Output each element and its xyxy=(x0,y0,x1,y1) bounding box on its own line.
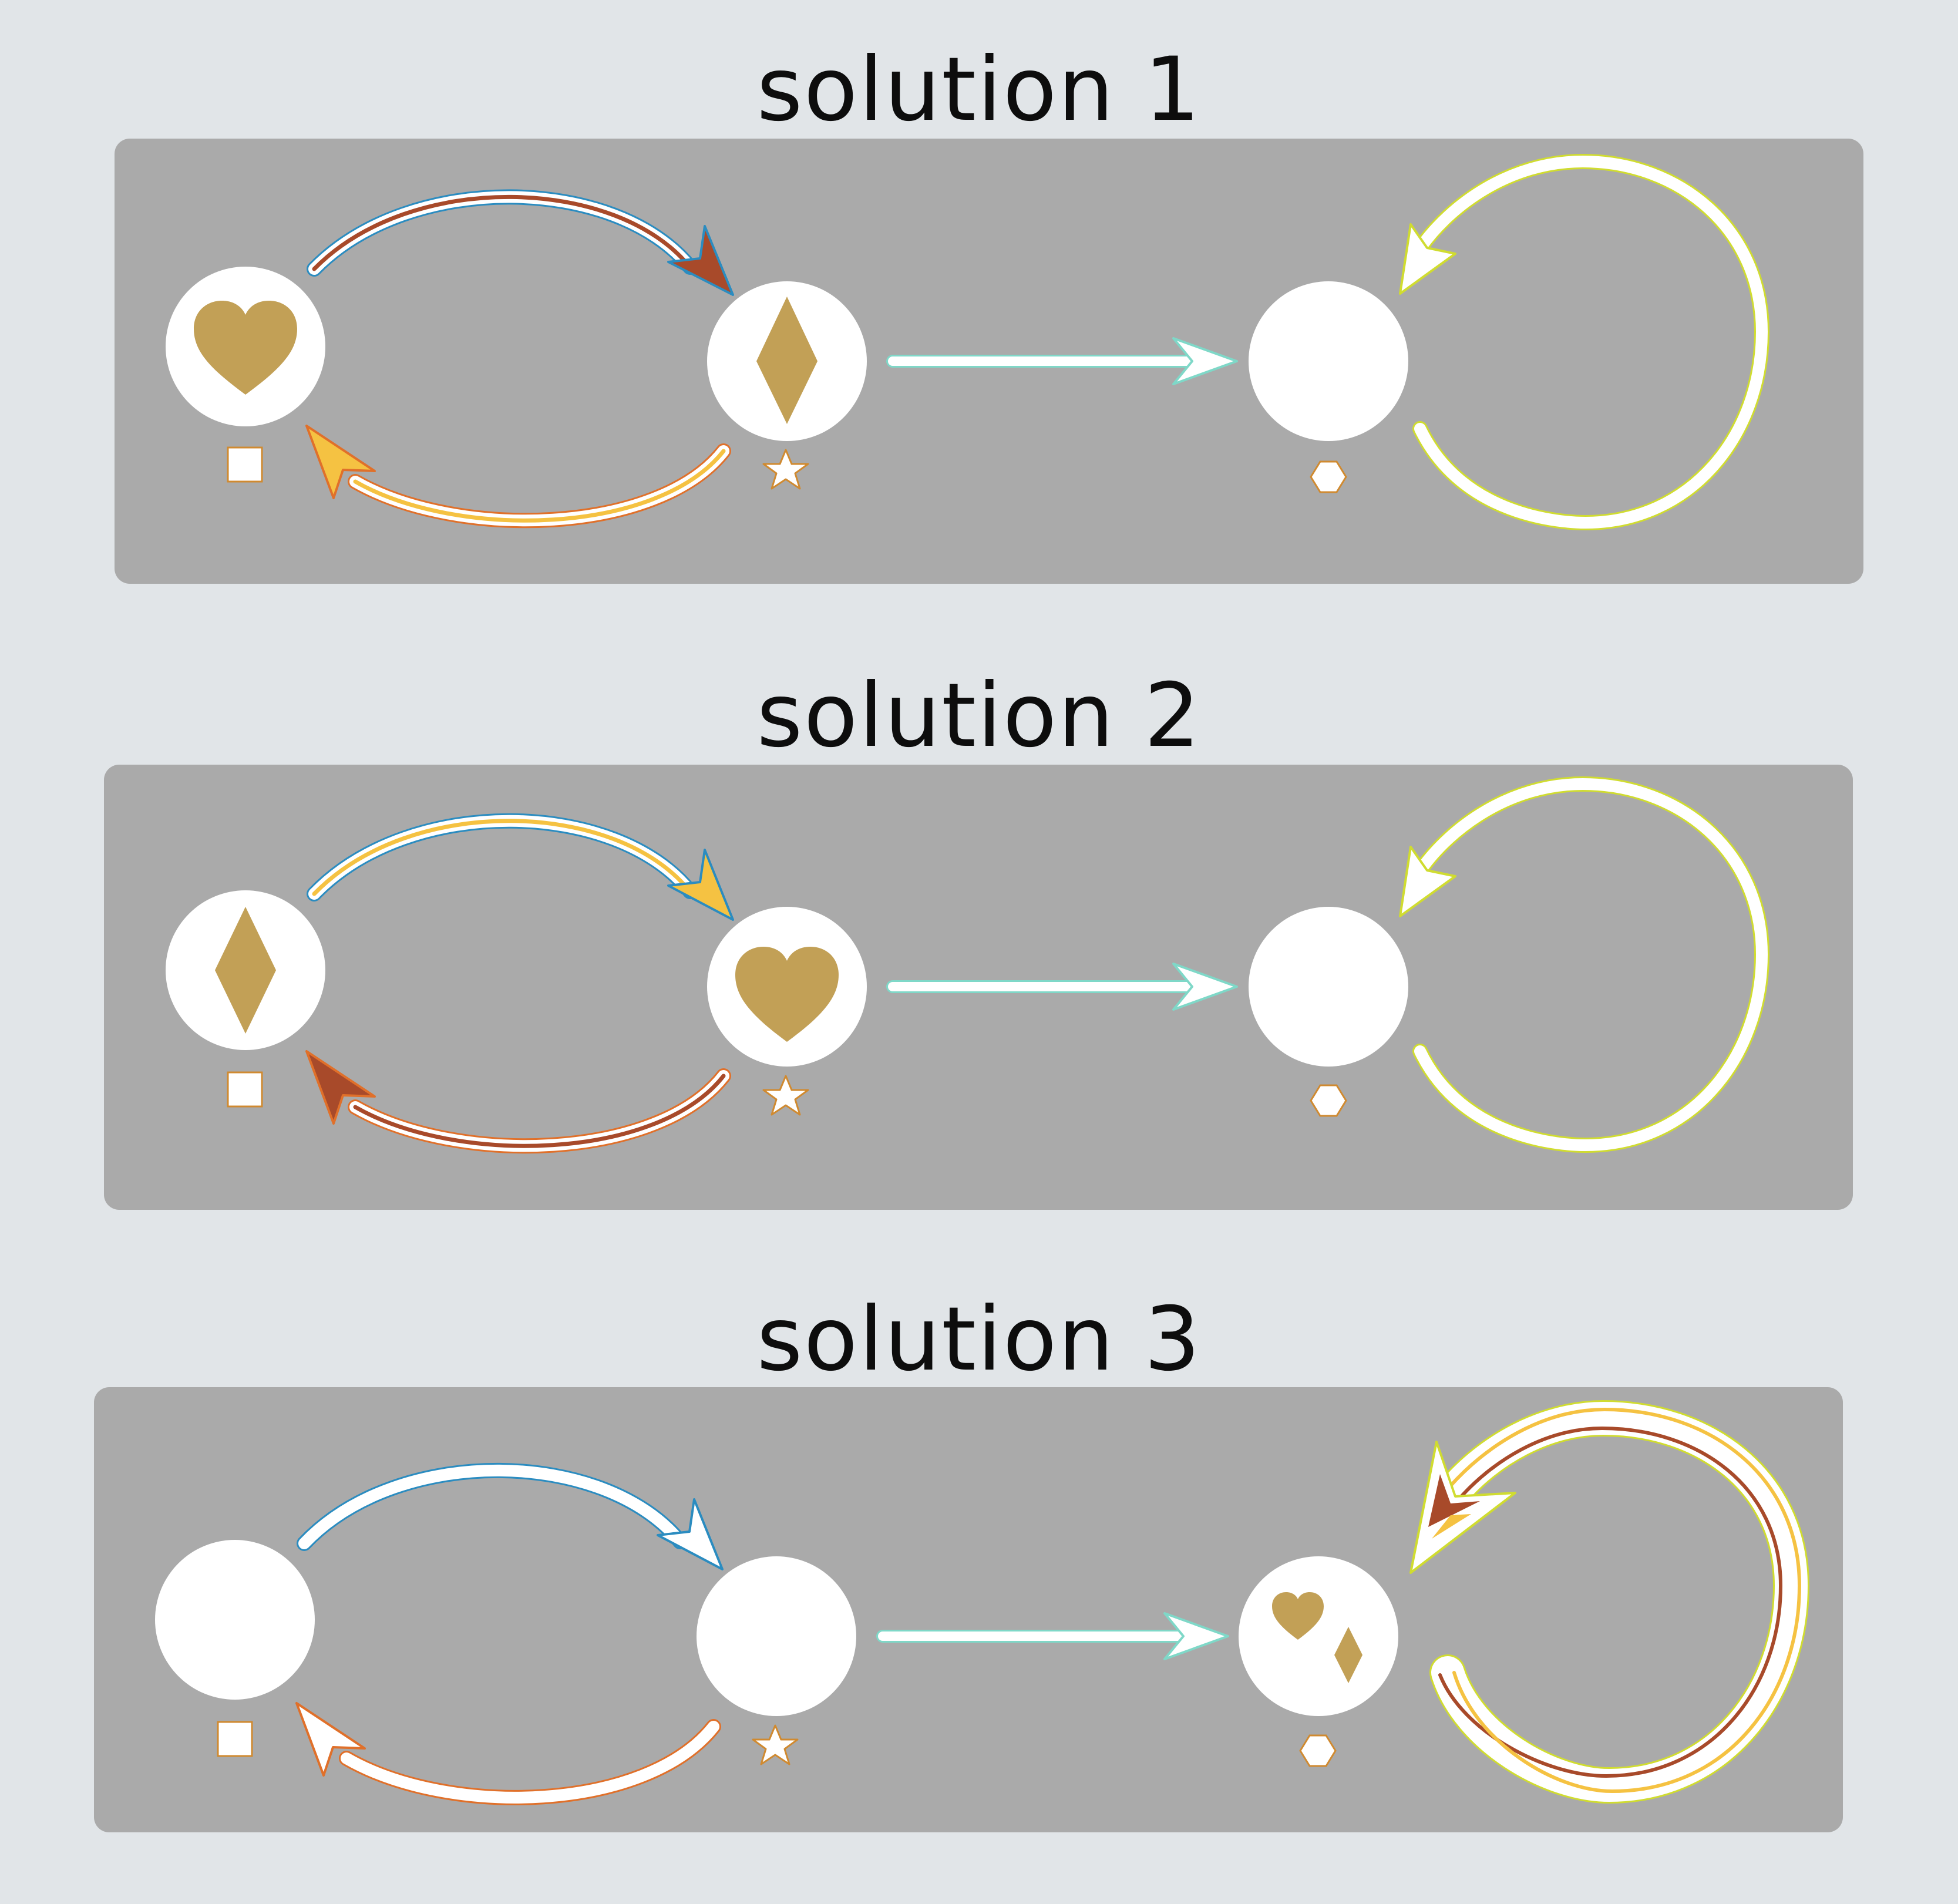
star-icon xyxy=(762,449,809,490)
solution-3-node-left xyxy=(155,1540,315,1700)
solution-1-panel xyxy=(115,139,1863,584)
square-icon xyxy=(227,1071,263,1108)
solution-3-panel xyxy=(94,1387,1843,1832)
solution-1-node-left xyxy=(166,267,325,426)
solution-2-arrow-left-to-middle xyxy=(307,813,734,921)
solution-1-self-loop-arrow xyxy=(1399,153,1770,531)
hexagon-icon xyxy=(1299,1734,1337,1767)
solution-3-node-middle xyxy=(697,1556,856,1716)
solution-2-node-middle xyxy=(707,907,867,1067)
solution-3-arrow-middle-to-right xyxy=(876,1612,1229,1660)
solution-1-arrow-middle-to-left xyxy=(305,425,731,529)
diamond-icon xyxy=(756,297,817,424)
solution-3-arrow-left-to-middle xyxy=(297,1462,724,1570)
star-icon xyxy=(752,1724,799,1765)
diamond-icon xyxy=(1334,1627,1362,1683)
star-icon xyxy=(762,1075,809,1116)
heart-icon xyxy=(1272,1592,1324,1640)
solution-1-title: solution 1 xyxy=(756,39,1202,141)
diamond-icon xyxy=(215,907,276,1034)
solution-2-node-left xyxy=(166,890,325,1050)
solution-2-self-loop-arrow xyxy=(1399,776,1770,1153)
hexagon-icon xyxy=(1310,1084,1347,1117)
solution-1-node-middle xyxy=(707,281,867,441)
solution-2-node-right xyxy=(1249,907,1408,1067)
square-icon xyxy=(227,446,263,483)
solution-1-arrow-left-to-middle xyxy=(307,189,734,296)
heart-icon xyxy=(735,947,839,1042)
solution-3-node-right xyxy=(1239,1556,1398,1716)
solution-2-title: solution 2 xyxy=(756,665,1202,767)
solution-2-arrow-middle-to-right xyxy=(886,963,1238,1011)
solution-1-node-right xyxy=(1249,281,1408,441)
hexagon-icon xyxy=(1310,460,1347,493)
solution-3-self-loop-arrow xyxy=(1409,1400,1810,1804)
solution-2-arrow-middle-to-left xyxy=(305,1050,731,1154)
heart-icon xyxy=(194,301,297,395)
solution-3-title: solution 3 xyxy=(756,1289,1202,1391)
square-icon xyxy=(217,1721,253,1757)
solution-1-arrow-middle-to-right xyxy=(886,337,1238,385)
solution-3-arrow-middle-to-left xyxy=(295,1702,721,1805)
solution-2-panel xyxy=(104,765,1853,1210)
